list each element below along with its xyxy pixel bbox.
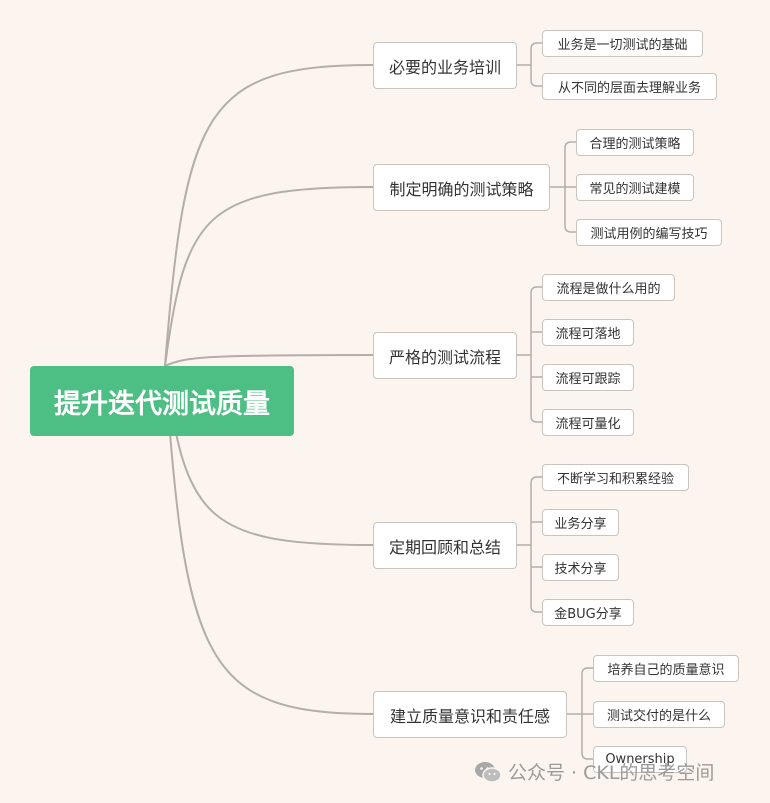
leaf-node[interactable]: 不断学习和积累经验 (542, 464, 689, 491)
leaf-node[interactable]: 流程可跟踪 (542, 364, 634, 391)
leaf-node[interactable]: 流程是做什么用的 (542, 274, 675, 301)
watermark: 公众号 · CKL的思考空间 (474, 758, 714, 785)
leaf-node[interactable]: 测试交付的是什么 (593, 701, 725, 728)
leaf-node[interactable]: 测试用例的编写技巧 (576, 219, 722, 246)
wechat-icon (475, 761, 502, 783)
leaf-connector (564, 225, 576, 233)
leaf-node[interactable]: 金BUG分享 (542, 599, 634, 626)
leaf-connector (530, 42, 542, 50)
leaf-node[interactable]: 常见的测试建模 (576, 174, 694, 201)
leaf-node[interactable]: 流程可落地 (542, 319, 634, 346)
root-branch-connector (164, 186, 374, 367)
leaf-connector (581, 752, 593, 760)
branch-node-review-summary[interactable]: 定期回顾和总结 (373, 522, 517, 569)
leaf-connector (530, 415, 542, 423)
leaf-connector (581, 667, 593, 675)
branch-node-business-training[interactable]: 必要的业务培训 (373, 42, 517, 89)
leaf-node[interactable]: 培养自己的质量意识 (593, 655, 739, 682)
leaf-connector (530, 605, 542, 613)
leaf-connector (564, 141, 576, 149)
leaf-connector (530, 476, 542, 484)
root-branch-connector (164, 365, 374, 715)
leaf-node[interactable]: 业务分享 (542, 509, 619, 536)
leaf-node[interactable]: 流程可量化 (542, 409, 634, 436)
branch-node-test-strategy[interactable]: 制定明确的测试策略 (373, 164, 550, 211)
branch-node-test-process[interactable]: 严格的测试流程 (373, 332, 517, 379)
leaf-connector (530, 79, 542, 87)
leaf-connector (530, 286, 542, 294)
leaf-node[interactable]: 合理的测试策略 (576, 129, 694, 156)
leaf-node[interactable]: 技术分享 (542, 554, 619, 581)
leaf-node[interactable]: 从不同的层面去理解业务 (542, 73, 717, 100)
root-branch-connector (164, 64, 374, 367)
root-branch-connector (164, 354, 374, 367)
watermark-text: 公众号 · CKL的思考空间 (508, 762, 715, 784)
branch-node-quality-awareness[interactable]: 建立质量意识和责任感 (373, 691, 567, 738)
leaf-node[interactable]: Ownership (593, 746, 687, 773)
root-node[interactable]: 提升迭代测试质量 (30, 366, 294, 436)
leaf-node[interactable]: 业务是一切测试的基础 (542, 30, 703, 57)
